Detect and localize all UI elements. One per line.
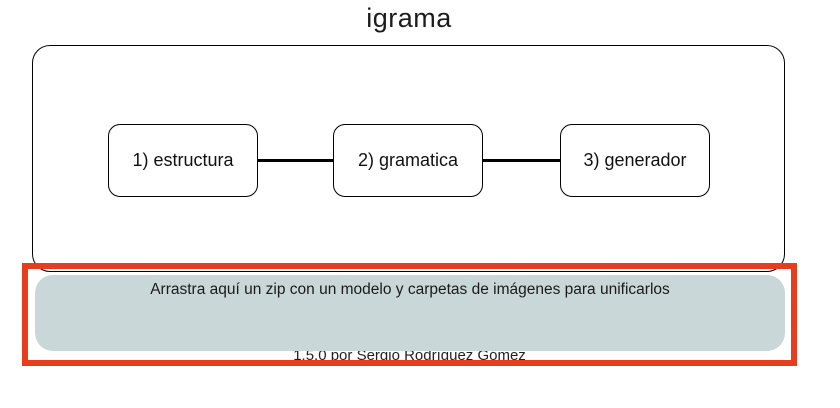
step-gramatica-label: 2) gramatica xyxy=(357,150,459,170)
version-credit: 1.5.0 por Sergio Rodríguez Gómez xyxy=(293,347,526,364)
step-generador-button[interactable]: 3) generador xyxy=(560,124,710,197)
step-estructura-button[interactable]: 1) estructura xyxy=(108,124,258,197)
page-title: igrama xyxy=(366,3,452,33)
connector-line-2 xyxy=(482,159,561,162)
connector-line-1 xyxy=(257,159,334,162)
step-gramatica-button[interactable]: 2) gramatica xyxy=(333,124,483,197)
step-estructura-label: 1) estructura xyxy=(132,150,234,170)
step-generador-label: 3) generador xyxy=(583,150,687,170)
dropzone-highlight-outline[interactable]: Arrastra aquí un zip con un modelo y car… xyxy=(22,263,797,366)
dropzone-area[interactable]: Arrastra aquí un zip con un modelo y car… xyxy=(35,275,785,351)
dropzone-instruction: Arrastra aquí un zip con un modelo y car… xyxy=(150,281,670,298)
